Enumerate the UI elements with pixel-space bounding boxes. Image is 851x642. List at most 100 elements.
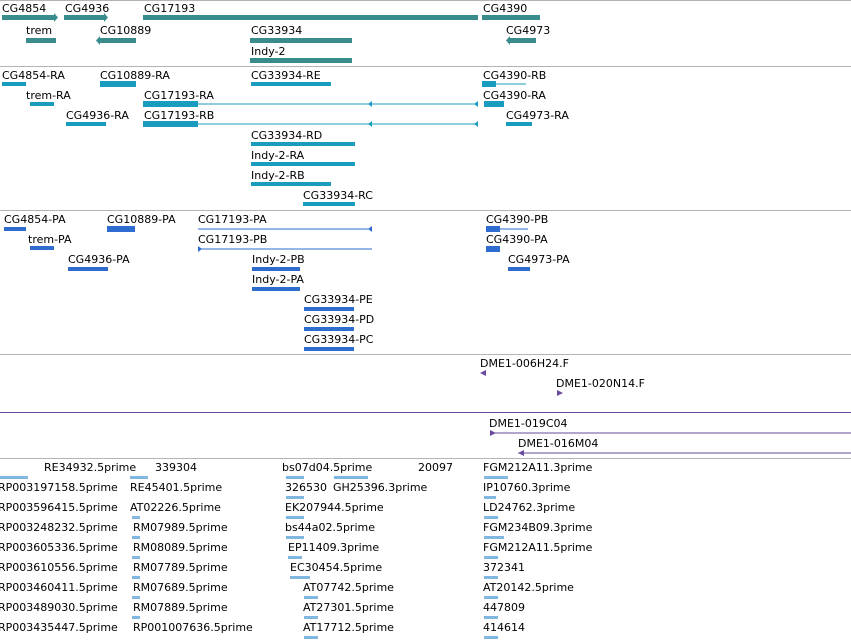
gene-glyph[interactable]: [26, 38, 56, 43]
protein-glyph[interactable]: [252, 267, 300, 271]
gene-glyph[interactable]: [143, 15, 478, 20]
est-label[interactable]: bs07d04.5prime: [282, 461, 373, 474]
transcript-glyph[interactable]: [143, 121, 198, 127]
protein-glyph[interactable]: [304, 347, 354, 351]
clone-label[interactable]: DME1-016M04: [518, 437, 599, 450]
protein-glyph[interactable]: [304, 307, 354, 311]
est-label[interactable]: RM08089.5prime: [133, 541, 228, 554]
gene-glyph[interactable]: [506, 36, 510, 45]
gene-glyph[interactable]: [2, 15, 54, 20]
transcript-glyph[interactable]: [303, 202, 355, 206]
gene-glyph[interactable]: [104, 13, 108, 22]
gene-label[interactable]: CG10889: [100, 24, 152, 37]
clone-glyph[interactable]: [557, 390, 563, 396]
protein-label[interactable]: CG4854-PA: [4, 213, 66, 226]
est-label[interactable]: AT17712.5prime: [303, 621, 394, 634]
clone-glyph[interactable]: [518, 450, 524, 456]
transcript-label[interactable]: Indy-2-RB: [251, 169, 305, 182]
est-label[interactable]: FGM234B09.3prime: [483, 521, 593, 534]
gene-label[interactable]: CG4854: [2, 2, 47, 15]
est-label[interactable]: EP11409.3prime: [288, 541, 380, 554]
transcript-glyph[interactable]: [66, 122, 106, 126]
transcript-label[interactable]: CG4390-RB: [483, 69, 547, 82]
gene-label[interactable]: CG17193: [144, 2, 196, 15]
clone-glyph[interactable]: [490, 430, 496, 436]
protein-glyph[interactable]: [4, 227, 26, 231]
protein-label[interactable]: Indy-2-PB: [252, 253, 305, 266]
est-label[interactable]: 339304: [155, 461, 197, 474]
gene-label[interactable]: CG4390: [483, 2, 528, 15]
transcript-glyph[interactable]: [484, 101, 504, 107]
gene-label[interactable]: Indy-2: [251, 45, 286, 58]
protein-glyph[interactable]: [486, 226, 500, 232]
transcript-label[interactable]: CG4936-RA: [66, 109, 129, 122]
protein-glyph[interactable]: [30, 246, 54, 250]
protein-label[interactable]: CG4390-PB: [486, 213, 549, 226]
transcript-label[interactable]: CG17193-RA: [144, 89, 214, 102]
protein-label[interactable]: CG33934-PE: [304, 293, 373, 306]
est-label[interactable]: 447809: [483, 601, 525, 614]
est-label[interactable]: 414614: [483, 621, 525, 634]
transcript-label[interactable]: CG4973-RA: [506, 109, 569, 122]
est-label[interactable]: RP003610556.5prime: [0, 561, 118, 574]
est-label[interactable]: FGM212A11.3prime: [483, 461, 593, 474]
est-label[interactable]: AT27301.5prime: [303, 601, 394, 614]
protein-label[interactable]: CG17193-PB: [198, 233, 268, 246]
est-label[interactable]: RP003489030.5prime: [0, 601, 118, 614]
est-label[interactable]: RP003248232.5prime: [0, 521, 118, 534]
gene-glyph[interactable]: [54, 13, 58, 22]
est-label[interactable]: RM07889.5prime: [133, 601, 228, 614]
transcript-glyph[interactable]: [2, 82, 26, 86]
est-label[interactable]: RE45401.5prime: [130, 481, 223, 494]
transcript-label[interactable]: CG33934-RE: [251, 69, 321, 82]
est-label[interactable]: RP003197158.5prime: [0, 481, 118, 494]
est-label[interactable]: RP003605336.5prime: [0, 541, 118, 554]
est-label[interactable]: IP10760.3prime: [483, 481, 571, 494]
clone-glyph[interactable]: [480, 370, 486, 376]
est-label[interactable]: 20097: [418, 461, 453, 474]
gene-label[interactable]: CG33934: [251, 24, 303, 37]
est-label[interactable]: RP003435447.5prime: [0, 621, 118, 634]
transcript-label[interactable]: Indy-2-RA: [251, 149, 305, 162]
est-label[interactable]: AT07742.5prime: [303, 581, 394, 594]
transcript-label[interactable]: CG33934-RC: [303, 189, 373, 202]
gene-glyph[interactable]: [250, 38, 352, 43]
transcript-glyph[interactable]: [251, 142, 355, 146]
protein-label[interactable]: CG33934-PD: [304, 313, 375, 326]
est-label[interactable]: 326530: [285, 481, 327, 494]
transcript-glyph[interactable]: [251, 162, 355, 166]
clone-label[interactable]: DME1-020N14.F: [556, 377, 645, 390]
est-label[interactable]: EK207944.5prime: [285, 501, 384, 514]
protein-glyph[interactable]: [68, 267, 108, 271]
est-label[interactable]: 372341: [483, 561, 525, 574]
protein-label[interactable]: CG4390-PA: [486, 233, 548, 246]
est-label[interactable]: RP003460411.5prime: [0, 581, 118, 594]
est-label[interactable]: LD24762.3prime: [483, 501, 576, 514]
gene-label[interactable]: CG4973: [506, 24, 551, 37]
transcript-label[interactable]: CG10889-RA: [100, 69, 170, 82]
est-label[interactable]: RM07989.5prime: [133, 521, 228, 534]
protein-glyph[interactable]: [486, 246, 500, 252]
est-label[interactable]: RM07789.5prime: [133, 561, 228, 574]
protein-glyph[interactable]: [252, 287, 300, 291]
protein-label[interactable]: CG4973-PA: [508, 253, 570, 266]
est-label[interactable]: GH25396.3prime: [333, 481, 428, 494]
est-label[interactable]: RE34932.5prime: [44, 461, 137, 474]
gene-glyph[interactable]: [510, 38, 536, 43]
protein-label[interactable]: Indy-2-PA: [252, 273, 304, 286]
protein-glyph[interactable]: [508, 267, 530, 271]
est-label[interactable]: RP003596415.5prime: [0, 501, 118, 514]
transcript-label[interactable]: CG4854-RA: [2, 69, 65, 82]
protein-label[interactable]: CG10889-PA: [107, 213, 176, 226]
protein-label[interactable]: CG33934-PC: [304, 333, 374, 346]
est-label[interactable]: RM07689.5prime: [133, 581, 228, 594]
transcript-glyph[interactable]: [143, 101, 198, 107]
transcript-glyph[interactable]: [251, 82, 331, 86]
est-label[interactable]: AT20142.5prime: [483, 581, 574, 594]
transcript-label[interactable]: trem-RA: [26, 89, 71, 102]
transcript-glyph[interactable]: [482, 81, 496, 87]
transcript-glyph[interactable]: [30, 102, 54, 106]
gene-glyph[interactable]: [64, 15, 104, 20]
transcript-label[interactable]: CG33934-RD: [251, 129, 323, 142]
transcript-glyph[interactable]: [251, 182, 331, 186]
